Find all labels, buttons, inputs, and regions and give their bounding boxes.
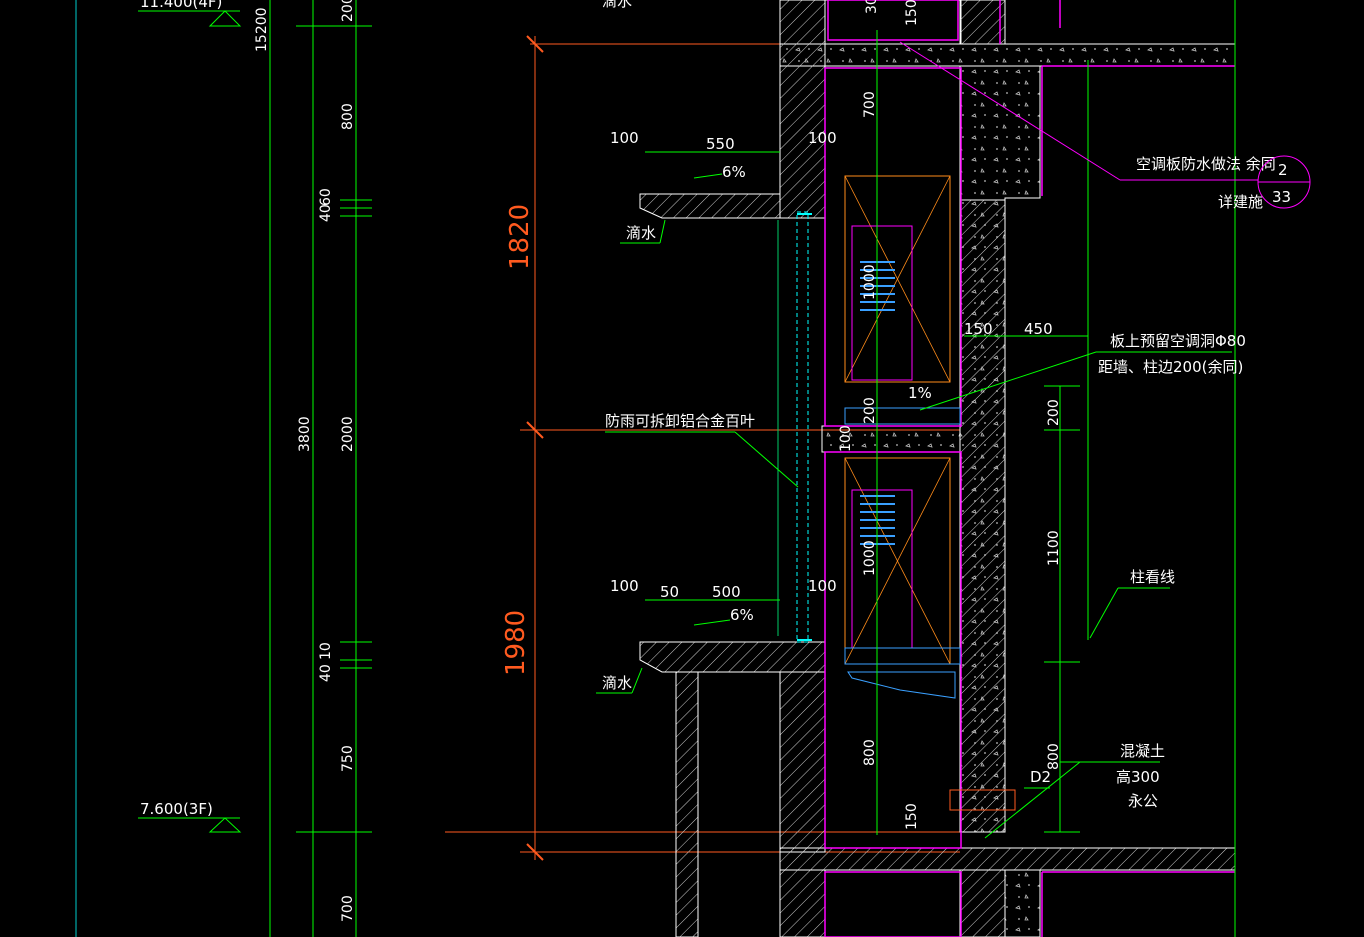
dim-1980: 1980: [501, 610, 531, 676]
dim-150-bottom: 150: [904, 803, 920, 830]
interior-dim-labels: 700 150 30 200 100 800 150 1%: [838, 0, 932, 830]
concrete-note-line1: 混凝土: [1120, 742, 1165, 760]
level-label-bottom: 7.600(3F): [140, 800, 213, 818]
callout-number: 2: [1278, 161, 1288, 179]
column-line-note: 柱看线: [1089, 568, 1175, 639]
waterproof-note-text: 空调板防水做法 余同: [1136, 155, 1276, 173]
dim-700-left: 700: [340, 895, 356, 922]
dim-200-inner: 200: [862, 397, 878, 424]
dim-800-left: 800: [340, 103, 356, 130]
tag-d2: D2: [1030, 768, 1051, 786]
hole-note: 板上预留空调洞Φ80 距墙、柱边200(余同): [919, 332, 1246, 411]
detail-callout: 2 33: [1257, 155, 1311, 209]
dim-200-right: 200: [1046, 399, 1062, 426]
dim-700-inner: 700: [862, 91, 878, 118]
drip-label-top: 滴水: [602, 0, 632, 10]
dim-800-inner: 800: [862, 739, 878, 766]
drip-label-upper: 滴水: [626, 224, 656, 242]
hole-note-line1: 板上预留空调洞Φ80: [1110, 332, 1246, 350]
ac-unit-lower: 1000: [844, 457, 961, 699]
dim-1820: 1820: [505, 204, 535, 270]
dim-100-d: 100: [808, 577, 837, 595]
louver-note-text: 防雨可拆卸铝合金百叶: [605, 412, 755, 430]
see-drawing-text: 详建施: [1218, 193, 1263, 211]
concrete-note-line2: 高300: [1116, 768, 1160, 786]
dim-200-left: 200: [340, 0, 356, 22]
dim-3800: 3800: [297, 416, 313, 452]
dim-40-bottom: 40: [318, 664, 334, 682]
ac-unit-upper: 1000: [844, 175, 961, 425]
dim-150-top: 150: [904, 0, 920, 26]
ledge-upper-dims: 100 550 100 6% 滴水: [610, 129, 837, 244]
left-dimension-labels: 15200 3800 200 800 40 60 2000 40 10 750 …: [254, 0, 356, 922]
dim-60: 60: [318, 188, 334, 206]
dim-15200: 15200: [254, 7, 270, 52]
level-marker-top: 11.400(4F): [138, 0, 242, 27]
interior-dim-lines: [645, 0, 1236, 937]
dim-50: 50: [660, 583, 679, 601]
louver-note: 防雨可拆卸铝合金百叶: [605, 412, 799, 488]
level-marker-bottom: 7.600(3F): [138, 800, 242, 833]
dim-100-a: 100: [610, 129, 639, 147]
louver: [777, 211, 812, 643]
dim-1100: 1100: [1046, 530, 1062, 566]
column-line-text: 柱看线: [1130, 568, 1175, 586]
left-grid-lines: [75, 0, 372, 937]
unit-label-upper: 1000: [862, 264, 878, 300]
dim-100-inner: 100: [838, 425, 854, 452]
dim-150-right: 150: [964, 320, 993, 338]
callout-sheet: 33: [1272, 188, 1291, 206]
dim-450: 450: [1024, 320, 1053, 338]
dim-550: 550: [706, 135, 735, 153]
dim-750: 750: [340, 745, 356, 772]
dim-100-b: 100: [808, 129, 837, 147]
dim-800-right: 800: [1046, 743, 1062, 770]
right-dim-labels: 150 450 200 1100 800: [964, 320, 1062, 770]
waterproof-note: 空调板防水做法 余同 详建施: [899, 41, 1276, 211]
level-label-top: 11.400(4F): [140, 0, 222, 11]
slope-upper: 6%: [722, 163, 746, 181]
dim-100-c: 100: [610, 577, 639, 595]
drip-label-lower: 滴水: [602, 674, 632, 692]
unit-label-lower: 1000: [862, 540, 878, 576]
concrete-note: 混凝土 高300 永公 D2: [949, 742, 1165, 839]
ledge-lower-dims: 100 50 500 100 6% 滴水: [596, 577, 837, 694]
dim-40-top: 40: [318, 204, 334, 222]
slope-lower: 6%: [730, 606, 754, 624]
dim-10: 10: [318, 642, 334, 660]
dim-30: 30: [864, 0, 880, 14]
slope-inner: 1%: [908, 384, 932, 402]
concrete-structure: [639, 0, 1236, 937]
dim-2000: 2000: [340, 416, 356, 452]
dim-500: 500: [712, 583, 741, 601]
hole-note-line2: 距墙、柱边200(余同): [1098, 358, 1243, 376]
concrete-note-line3: 永公: [1128, 792, 1158, 810]
